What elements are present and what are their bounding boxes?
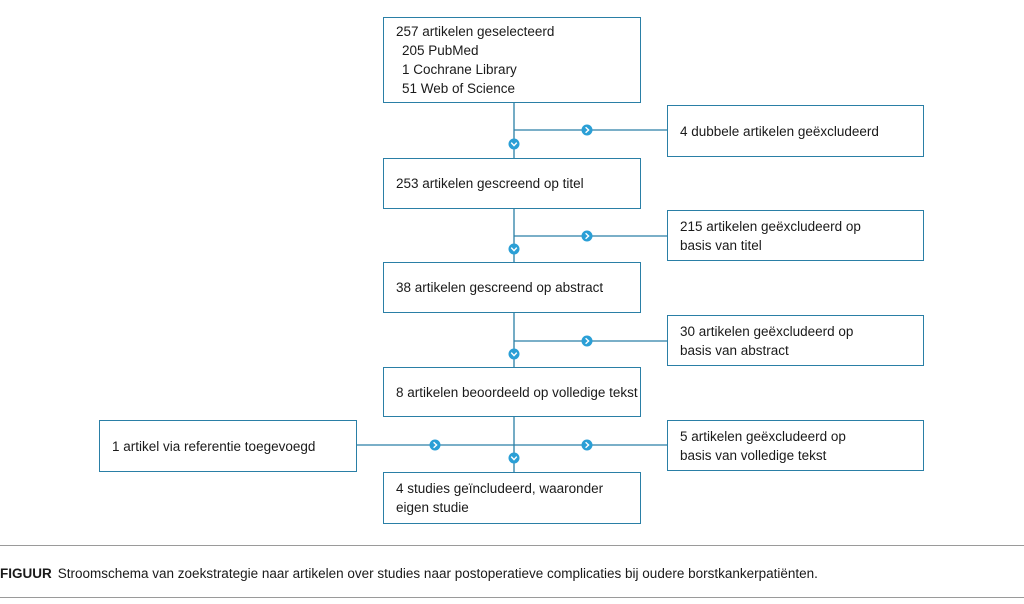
box-text: 38 artikelen gescreend op abstract bbox=[396, 280, 604, 295]
box-title-screened: 253 artikelen gescreend op titel bbox=[383, 158, 641, 209]
box-text: 30 artikelen geëxcludeerd op bbox=[680, 323, 854, 339]
box-text: 4 studies geïncludeerd, waaronder bbox=[396, 481, 604, 496]
box-text: basis van volledige tekst bbox=[680, 447, 827, 463]
down-arrow-icon bbox=[508, 348, 520, 360]
box-text: basis van abstract bbox=[680, 342, 789, 358]
box-abstract-screened: 38 artikelen gescreend op abstract bbox=[383, 262, 641, 313]
box-duplicates-excluded: 4 dubbele artikelen geëxcludeerd bbox=[667, 105, 924, 157]
right-arrow-icon bbox=[581, 230, 593, 242]
caption-rule-bottom bbox=[0, 597, 1024, 598]
box-text: 215 artikelen geëxcludeerd op bbox=[680, 218, 861, 234]
down-arrow-icon bbox=[508, 452, 520, 464]
box-abstract-excluded: 30 artikelen geëxcludeerd op basis van a… bbox=[667, 315, 924, 366]
box-text: basis van titel bbox=[680, 237, 762, 253]
box-text: 1 artikel via referentie toegevoegd bbox=[112, 438, 316, 454]
box-text: 8 artikelen beoordeeld op volledige teks… bbox=[396, 384, 638, 400]
box-studies-included: 4 studies geïncludeerd, waaronder eigen … bbox=[383, 472, 641, 524]
box-selected-articles: 257 artikelen geselecteerd 205 PubMed 1 … bbox=[383, 17, 641, 103]
source-web-of-science: 51 Web of Science bbox=[402, 81, 516, 96]
down-arrow-icon bbox=[508, 243, 520, 255]
box-text: 4 dubbele artikelen geëxcludeerd bbox=[680, 123, 879, 139]
box-fulltext-excluded: 5 artikelen geëxcludeerd op basis van vo… bbox=[667, 420, 924, 471]
source-cochrane: 1 Cochrane Library bbox=[402, 62, 517, 77]
right-arrow-icon bbox=[581, 439, 593, 451]
box-fulltext-assessed: 8 artikelen beoordeeld op volledige teks… bbox=[383, 367, 641, 417]
caption-text: Stroomschema van zoekstrategie naar arti… bbox=[57, 566, 818, 581]
box-text: eigen studie bbox=[396, 500, 469, 515]
down-arrow-icon bbox=[508, 138, 520, 150]
figure-caption: FIGUUR Stroomschema van zoekstrategie naa… bbox=[0, 566, 818, 581]
box-reference-added: 1 artikel via referentie toegevoegd bbox=[99, 420, 357, 472]
box-text: 5 artikelen geëxcludeerd op bbox=[680, 428, 846, 444]
box-title-excluded: 215 artikelen geëxcludeerd op basis van … bbox=[667, 210, 924, 261]
box-title: 257 artikelen geselecteerd bbox=[396, 24, 555, 39]
source-pubmed: 205 PubMed bbox=[402, 43, 479, 58]
right-arrow-icon bbox=[581, 335, 593, 347]
caption-label: FIGUUR bbox=[0, 566, 52, 581]
caption-rule-top bbox=[0, 545, 1024, 546]
right-arrow-icon bbox=[581, 124, 593, 136]
right-arrow-icon bbox=[429, 439, 441, 451]
box-text: 253 artikelen gescreend op titel bbox=[396, 176, 584, 191]
